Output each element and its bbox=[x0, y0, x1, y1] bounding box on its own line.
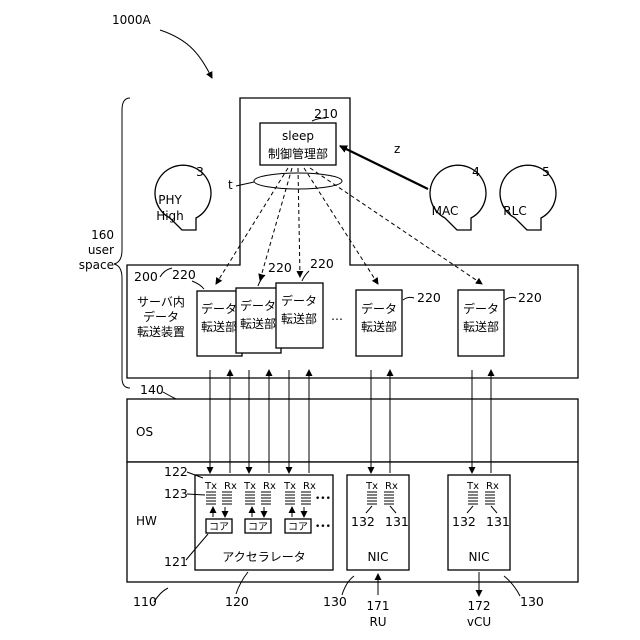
mac-to-sleep-arrow bbox=[340, 146, 428, 189]
hw-layer-ref: 110 bbox=[133, 594, 157, 609]
os-layer-leader bbox=[163, 392, 176, 399]
dtu1-line2: 転送部 bbox=[201, 319, 237, 334]
os-layer-box bbox=[127, 399, 578, 462]
tx-label: Tx bbox=[283, 481, 296, 492]
core-label: コア bbox=[248, 522, 268, 533]
dtu3-line1: データ bbox=[281, 293, 317, 308]
z-label: z bbox=[394, 142, 400, 156]
nic2-label: NIC bbox=[469, 550, 490, 564]
user-space-ref: 160 bbox=[91, 228, 114, 242]
server-device-line3: 転送装置 bbox=[137, 324, 185, 339]
timer-label: t bbox=[228, 178, 233, 192]
accelerator-ref: 120 bbox=[225, 594, 249, 609]
buffer-ref: 123 bbox=[164, 486, 188, 501]
rx-label: Rx bbox=[224, 481, 237, 492]
core-ellipsis: ••• bbox=[315, 522, 331, 532]
dtu5-ref: 220 bbox=[518, 290, 542, 305]
user-space-line1: user bbox=[88, 243, 114, 257]
rlc-ref: 5 bbox=[542, 164, 550, 179]
dtu2-ref: 220 bbox=[268, 260, 292, 275]
server-device-line1: サーバ内 bbox=[137, 295, 185, 309]
rlc-label: RLC bbox=[503, 204, 526, 218]
dtu1-line1: データ bbox=[201, 301, 237, 316]
nic2-tx-label: Tx bbox=[466, 481, 479, 492]
hw-layer-label: HW bbox=[136, 514, 157, 528]
dtu2-line2: 転送部 bbox=[240, 316, 276, 331]
dtu-ellipsis: … bbox=[331, 309, 343, 323]
nic2-tx-ref: 132 bbox=[452, 514, 476, 529]
dtu4-ref: 220 bbox=[417, 290, 441, 305]
vcu-ref: 172 bbox=[468, 599, 491, 613]
core-label: コア bbox=[209, 522, 229, 533]
dtu5-line2: 転送部 bbox=[463, 319, 499, 334]
server-device-box bbox=[127, 98, 578, 378]
dtu5-line1: データ bbox=[463, 301, 499, 316]
nic1-tx-label: Tx bbox=[365, 481, 378, 492]
queue-ref: 122 bbox=[164, 464, 188, 479]
dtu3-ref: 220 bbox=[310, 256, 334, 271]
user-space-line2: space bbox=[79, 258, 114, 272]
ru-label: RU bbox=[369, 615, 386, 629]
rx-label: Rx bbox=[263, 481, 276, 492]
tx-label: Tx bbox=[204, 481, 217, 492]
dtu4-line1: データ bbox=[361, 301, 397, 316]
nic2-rx-label: Rx bbox=[486, 481, 499, 492]
dtu1-ref: 220 bbox=[172, 267, 196, 282]
os-layer-ref: 140 bbox=[140, 382, 164, 397]
nic1-label: NIC bbox=[368, 550, 389, 564]
queue-ellipsis: ••• bbox=[315, 494, 331, 504]
nic1-tx-ref: 132 bbox=[351, 514, 375, 529]
mac-ref: 4 bbox=[472, 164, 480, 179]
core-label: コア bbox=[288, 522, 308, 533]
phy-high-line2: High bbox=[156, 209, 184, 223]
sleep-manager-line1: sleep bbox=[282, 129, 314, 143]
mac-label: MAC bbox=[432, 204, 459, 218]
server-device-ref: 200 bbox=[134, 269, 158, 284]
accelerator-label: アクセラレータ bbox=[222, 550, 305, 564]
server-device-line2: データ bbox=[143, 309, 179, 324]
os-layer-label: OS bbox=[136, 425, 153, 439]
figure-id-leader bbox=[160, 30, 212, 78]
core-ref: 121 bbox=[164, 554, 188, 569]
nic1-rx-label: Rx bbox=[385, 481, 398, 492]
dtu2-line1: データ bbox=[240, 298, 276, 313]
vcu-label: vCU bbox=[467, 615, 491, 629]
nic2-rx-ref: 131 bbox=[486, 514, 510, 529]
phy-high-ref: 3 bbox=[196, 164, 204, 179]
dtu3-line2: 転送部 bbox=[281, 311, 317, 326]
figure-id: 1000A bbox=[112, 13, 152, 27]
phy-high-line1: PHY bbox=[158, 193, 182, 207]
ru-ref: 171 bbox=[367, 599, 390, 613]
nic1-rx-ref: 131 bbox=[385, 514, 409, 529]
sleep-manager-line2: 制御管理部 bbox=[268, 146, 328, 161]
tx-label: Tx bbox=[243, 481, 256, 492]
dtu4-line2: 転送部 bbox=[361, 319, 397, 334]
rx-label: Rx bbox=[303, 481, 316, 492]
nic1-ref: 130 bbox=[323, 594, 347, 609]
nic2-ref: 130 bbox=[520, 594, 544, 609]
